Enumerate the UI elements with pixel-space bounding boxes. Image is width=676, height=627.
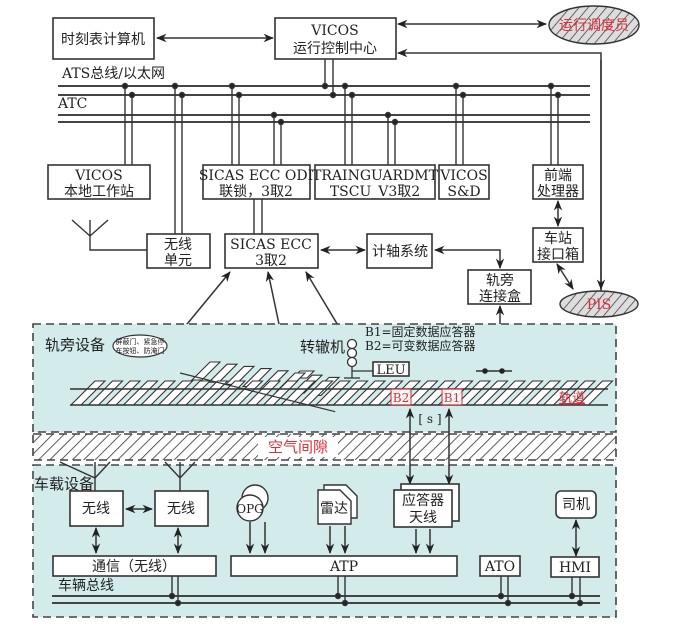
balise-b2-label: B2 — [393, 391, 409, 405]
station-interface-box: 车站 接口箱 — [532, 227, 584, 263]
vicos-occ-line2: 运行控制中心 — [293, 41, 377, 57]
station-box-line1: 车站 — [544, 230, 572, 247]
vicos-sd-line2: S&D — [447, 184, 480, 200]
arrow-axle-trackside-box — [433, 245, 505, 270]
dispatcher-ellipse: 运行调度员 — [548, 5, 640, 45]
antenna-line1: 应答器 — [402, 492, 444, 509]
balise-antenna: 应答器 天线 — [393, 483, 460, 528]
ats-bus-label: ATS总线/以太网 — [61, 66, 165, 82]
sicas-ecc-line1: SICAS ECC — [230, 237, 312, 253]
axle-counter-system: 计轴系统 — [366, 233, 433, 269]
distance-label: [ s ] — [418, 412, 441, 426]
ato-label: ATO — [484, 559, 515, 575]
dispatcher-label: 运行调度员 — [559, 18, 629, 34]
frontend-processor: 前端 处理器 — [532, 164, 584, 200]
balise-b2: B2 — [390, 388, 412, 406]
balise-b1: B1 — [441, 388, 463, 406]
trainguard-line2: TSCU_V3取2 — [330, 184, 420, 200]
hmi-box: HMI — [550, 556, 600, 578]
opg-label: OPG — [236, 502, 264, 516]
psd-ellipse: 屏蔽门、紧急停 车按钮、防淹门 — [112, 334, 168, 358]
vicos-sd: VICOS S&D — [438, 164, 490, 200]
sicas-odi-line2: 联锁，3取2 — [219, 184, 293, 200]
pis-ellipse: PIS — [559, 290, 639, 318]
psd-line1: 屏蔽门、紧急停 — [116, 337, 165, 346]
sicas-ecc: SICAS ECC 3取2 — [224, 233, 319, 269]
antenna-icon — [59, 461, 196, 491]
comm-radio-box: 通信（无线） — [52, 555, 217, 577]
sicas-odi-line1: SICAS ECC ODI — [199, 168, 313, 184]
radio-unit: 无线 单元 — [146, 233, 211, 269]
leu-label: LEU — [376, 363, 405, 378]
psd-line2: 车按钮、防淹门 — [116, 346, 165, 355]
arrow-station-pis — [556, 263, 574, 290]
turnout-tie — [190, 361, 222, 381]
atp-label: ATP — [329, 559, 358, 575]
radio-2-label: 无线 — [167, 501, 195, 517]
antenna-line2: 天线 — [409, 510, 437, 526]
station-box-line2: 接口箱 — [537, 246, 579, 263]
trackside-box-line1: 轨旁 — [486, 272, 514, 289]
trackside-zone-label: 轨旁设备 — [45, 336, 105, 354]
bus-connections — [121, 59, 562, 234]
track — [69, 361, 614, 413]
balise-b1-label: B1 — [444, 391, 460, 405]
vicos-local-line1: VICOS — [74, 168, 122, 184]
radio-unit-line2: 单元 — [164, 253, 192, 269]
frontend-line2: 处理器 — [537, 184, 579, 200]
leu-box: LEU — [372, 361, 410, 378]
trackside-box-line2: 连接盒 — [479, 288, 521, 305]
atc-bus-label: ATC — [57, 96, 87, 112]
vehicle-bus-label: 车辆总线 — [58, 577, 114, 594]
radio-1-label: 无线 — [82, 501, 110, 517]
sicas-ecc-line2: 3取2 — [255, 253, 287, 269]
legend-b1: B1=固定数据应答器 — [365, 324, 476, 339]
ato-box: ATO — [479, 555, 521, 577]
legend-b2: B2=可变数据应答器 — [365, 338, 476, 353]
axle-sensor-icon — [476, 368, 512, 374]
timetable-computer: 时刻表计算机 — [52, 17, 155, 60]
trainguard-line1: TRAINGUARDMT — [312, 168, 439, 184]
vicos-local-workstation: VICOS 本地工作站 — [47, 164, 151, 200]
axle-counter-label: 计轴系统 — [372, 244, 428, 260]
driver: 司机 — [555, 490, 597, 519]
point-machine-label: 转辙机 — [300, 338, 345, 356]
driver-label: 司机 — [562, 497, 590, 513]
antenna-icon — [71, 219, 147, 251]
air-gap-label: 空气间隙 — [268, 438, 328, 456]
vehicle-bus-connections — [168, 576, 584, 607]
radar-label: 雷达 — [320, 501, 348, 517]
air-gap-label-bg — [258, 437, 338, 457]
opg-sensor: OPG — [236, 484, 269, 522]
hmi-label: HMI — [559, 560, 591, 576]
signal-icon — [344, 338, 373, 379]
timetable-computer-label: 时刻表计算机 — [61, 32, 145, 48]
track-label: 轨道 — [559, 391, 585, 406]
onboard-zone-label: 车载设备 — [34, 475, 94, 493]
atc-bus — [58, 114, 590, 123]
trainguard-mt: TRAINGUARDMT TSCU_V3取2 — [312, 164, 439, 200]
radio-unit-line1: 无线 — [164, 237, 192, 253]
vicos-occ-line1: VICOS — [310, 23, 358, 39]
sicas-ecc-odi: SICAS ECC ODI 联锁，3取2 — [199, 164, 313, 200]
pis-label: PIS — [587, 297, 612, 313]
vicos-occ: VICOS 运行控制中心 — [274, 17, 397, 60]
frontend-line1: 前端 — [544, 167, 572, 184]
vicos-local-line2: 本地工作站 — [64, 184, 134, 200]
trackside-connection-box: 轨旁 连接盒 — [467, 269, 532, 305]
comm-label: 通信（无线） — [92, 559, 176, 575]
radar: 雷达 — [317, 484, 358, 525]
onboard-radio-2: 无线 — [154, 490, 209, 527]
onboard-radio-1: 无线 — [69, 490, 124, 527]
atp-box: ATP — [230, 555, 458, 577]
vicos-sd-line1: VICOS — [439, 168, 487, 184]
